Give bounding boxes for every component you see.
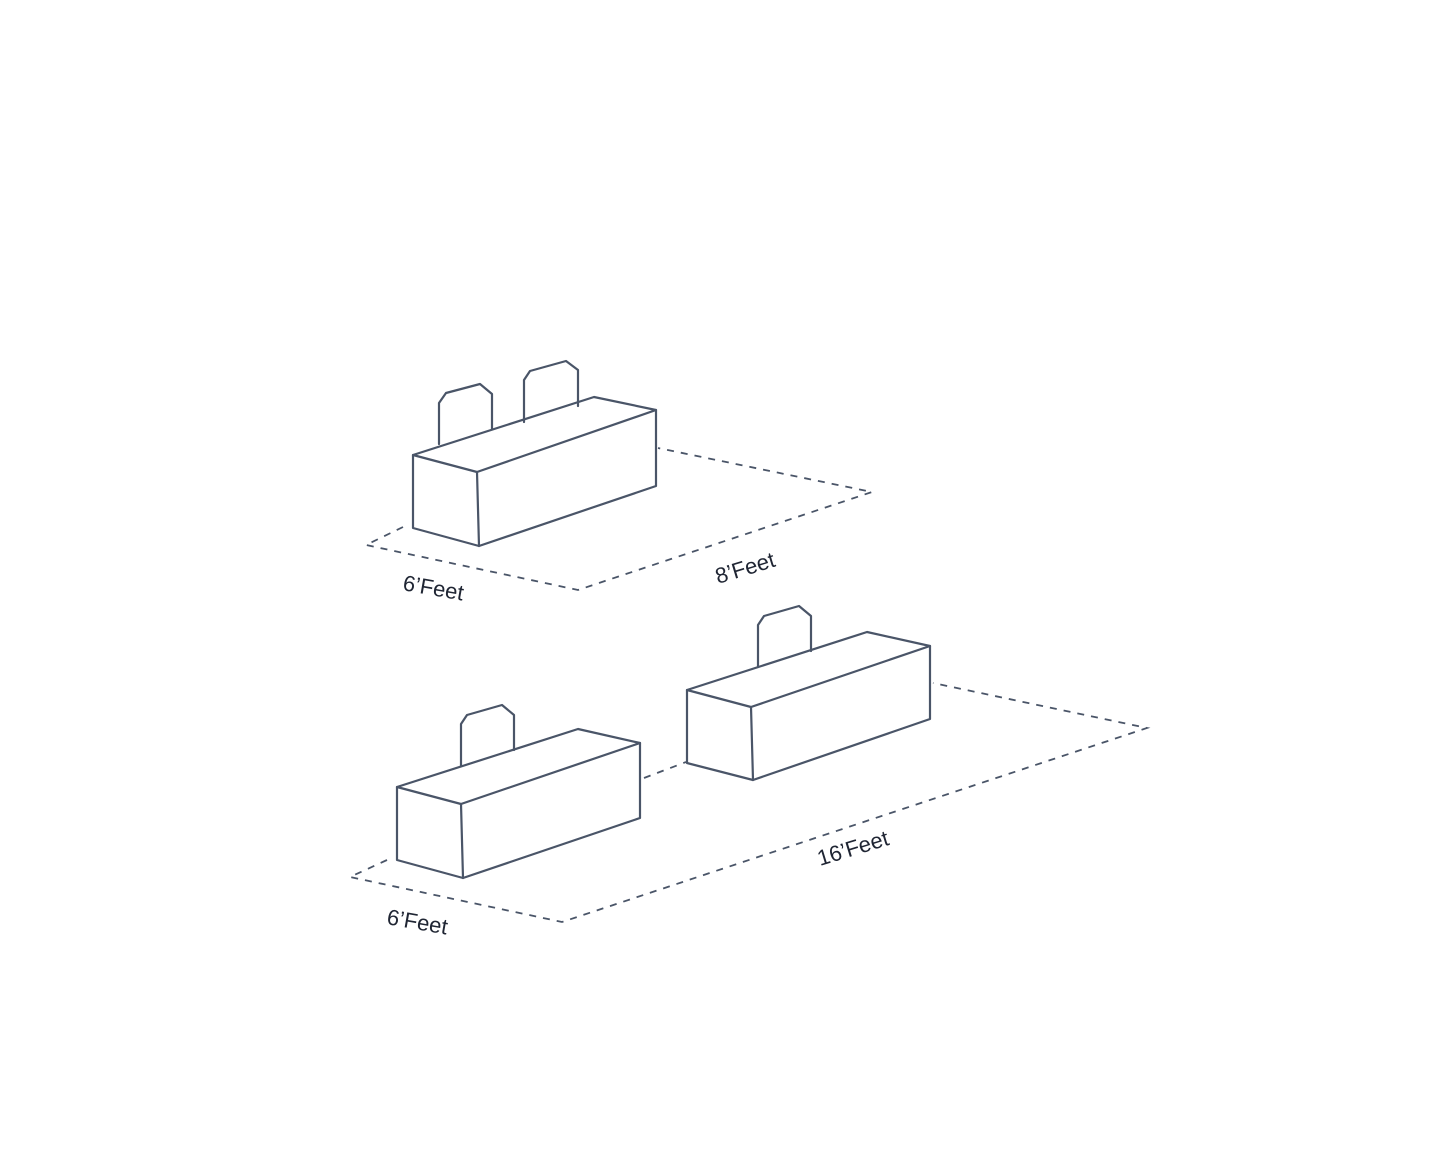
top-table-side bbox=[477, 408, 658, 548]
bottom-chair-right bbox=[756, 604, 813, 669]
bottom-right-table-side bbox=[751, 644, 932, 782]
bottom-left-table-side bbox=[461, 741, 642, 880]
bottom-left-table-front bbox=[395, 785, 465, 880]
top-length-label: 8’Feet bbox=[712, 547, 778, 589]
top-chair-left bbox=[437, 382, 494, 446]
top-chair-right bbox=[522, 359, 580, 424]
bottom-floor-connector bbox=[643, 761, 687, 779]
bottom-layout: 6’Feet 16’Feet bbox=[347, 604, 1151, 940]
bottom-length-label: 16’Feet bbox=[814, 825, 891, 870]
top-table-top bbox=[411, 395, 658, 474]
bottom-chair-left bbox=[459, 703, 516, 768]
top-layout: 6’Feet 8’Feet bbox=[363, 359, 876, 606]
bottom-right-table-top bbox=[685, 630, 932, 709]
top-table-front bbox=[411, 453, 481, 548]
bottom-left-table-top bbox=[395, 727, 642, 806]
top-floor-outline bbox=[363, 447, 876, 591]
bottom-width-label: 6’Feet bbox=[385, 904, 450, 939]
top-width-label: 6’Feet bbox=[401, 570, 466, 605]
bottom-floor-outline bbox=[347, 682, 1151, 923]
bottom-right-table-front bbox=[685, 688, 755, 782]
